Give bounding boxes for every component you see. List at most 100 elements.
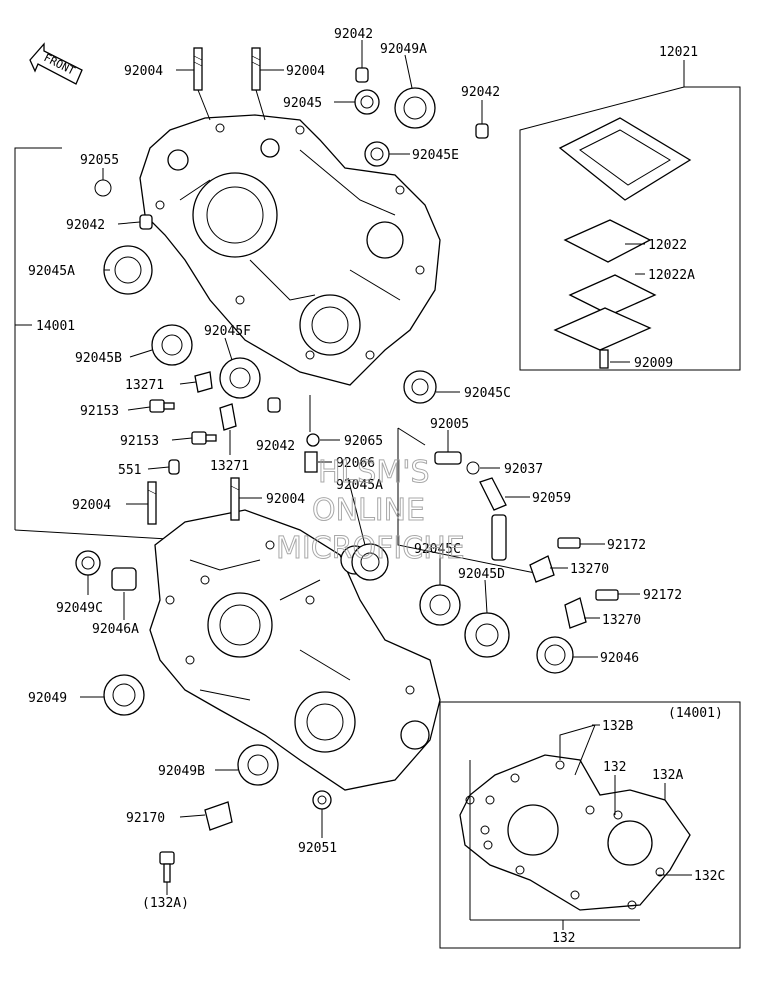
bracket-14001 [14,147,62,530]
watermark-line1: HLSM'S [318,455,430,490]
callout-92066: 92066 [336,456,375,471]
callout-92045c-b: 92045C [414,542,461,557]
callout-92045: 92045 [283,96,322,111]
fitting-92005 [434,451,462,465]
seal-92049c [75,550,101,576]
callout-92004-a: 92004 [124,64,163,79]
callout-13271-a: 13271 [125,378,164,393]
needle-bearing-92046a [111,567,137,591]
callout-92046a: 92046A [92,622,139,637]
callout-labels: 92004 92004 92042 92049A 92045 92042 920… [28,27,725,946]
bracket-13270-a [529,555,555,583]
callout-92059: 92059 [532,491,571,506]
callout-92065: 92065 [344,434,383,449]
bearing-92045c-upper [403,370,437,404]
callout-132a-bolt: (132A) [142,896,189,911]
hose-92059 [479,477,507,561]
callout-92045a-b: 92045A [336,478,383,493]
callout-13270-a: 13270 [570,562,609,577]
reed-valve-assembly [553,117,692,369]
needle-bearing-92046 [536,636,574,674]
watermark-line2: ONLINE [312,493,425,528]
stud-92004-a [193,47,203,91]
seal-92049 [103,674,145,716]
callout-92045f: 92045F [204,324,251,339]
bracket-13270-b [564,597,587,629]
callout-12022a: 12022A [648,268,695,283]
callout-92045e: 92045E [412,148,459,163]
bracket-13271-a [194,371,213,393]
callout-92051: 92051 [298,841,337,856]
stud-92004-b [251,47,261,91]
callout-13271-b: 13271 [210,459,249,474]
inset-crankcase [459,754,691,911]
callout-92049: 92049 [28,691,67,706]
callout-92172-a: 92172 [607,538,646,553]
pin-92042-d [267,397,281,413]
bolt-92172-b [595,589,619,601]
callout-92153-b: 92153 [120,434,159,449]
callout-92004-c: 92004 [72,498,111,513]
clamp-92170 [204,801,233,831]
bearing-92045 [354,89,380,115]
front-arrow-icon: FRONT [29,42,83,85]
callout-92153-a: 92153 [80,404,119,419]
reed-valve-box [519,86,741,371]
oring-92055 [94,179,112,197]
callout-13270-b: 13270 [602,613,641,628]
washer-92065 [306,433,320,447]
callout-92170: 92170 [126,811,165,826]
pin-551 [168,459,180,475]
upper-crankcase-half [139,114,441,386]
bolt-132a [159,851,175,883]
bolt-92172-a [557,537,581,549]
callout-92049c: 92049C [56,601,103,616]
callout-132-b: 132 [552,931,575,946]
callout-14001-inset: (14001) [668,706,723,721]
callout-12022: 12022 [648,238,687,253]
callout-92004-d: 92004 [266,492,305,507]
bearing-92045a [103,245,153,295]
bearing-92045f [219,357,261,399]
bracket-13271-b [219,403,237,431]
leader-lines [15,40,692,930]
callout-92045b: 92045B [75,351,122,366]
bolt-92153-b [191,431,217,445]
callout-92037: 92037 [504,462,543,477]
callout-92042-b: 92042 [461,85,500,100]
bearing-92045c-lower [419,584,461,626]
seal-92051 [312,790,332,810]
callout-551: 551 [118,463,141,478]
bearing-92045d [464,612,510,658]
callout-92005: 92005 [430,417,469,432]
bearing-92045e [364,141,390,167]
watermark: HLSM'S ONLINE MICROFICHE [276,455,466,567]
callout-92042-a: 92042 [334,27,373,42]
callout-132-a: 132 [603,760,626,775]
clip-92037 [466,461,480,475]
callout-14001: 14001 [36,319,75,334]
lower-crankcase-half [149,509,441,791]
callout-92042-d: 92042 [256,439,295,454]
callout-92009: 92009 [634,356,673,371]
callout-92049a: 92049A [380,42,427,57]
bearing-92045a-lower [351,543,389,581]
callout-92046: 92046 [600,651,639,666]
callout-92049b: 92049B [158,764,205,779]
seal-92049b [237,744,279,786]
callout-92045d: 92045D [458,567,505,582]
stud-92004-c [147,481,157,525]
callout-132c: 132C [694,869,725,884]
callout-92042-c: 92042 [66,218,105,233]
inset-box-14001 [439,701,741,949]
callout-92045a: 92045A [28,264,75,279]
bolt-92153-a [149,399,175,413]
callout-12021: 12021 [659,45,698,60]
callout-92172-b: 92172 [643,588,682,603]
pin-92042-a [355,67,369,83]
callout-132b: 132B [602,719,633,734]
callout-92045c-a: 92045C [464,386,511,401]
stud-92004-d [230,477,240,521]
